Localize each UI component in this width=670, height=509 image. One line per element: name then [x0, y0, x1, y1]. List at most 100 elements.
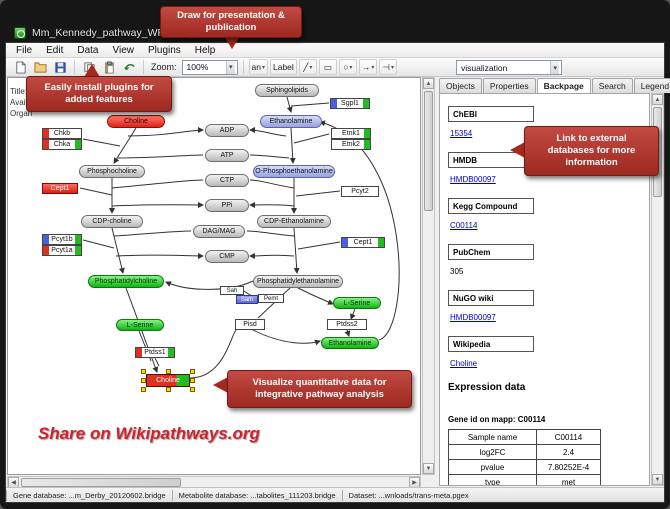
chevron-down-icon: ▾	[371, 64, 375, 71]
gene-id-line: Gene id on mapp: C00114	[448, 415, 546, 424]
canvas-vertical-scrollbar[interactable]: ▲ ▼	[422, 77, 435, 475]
scroll-up-icon[interactable]: ▲	[652, 94, 663, 105]
menu-bar: File Edit Data View Plugins Help	[6, 43, 664, 58]
callout-arrow	[84, 64, 100, 77]
node-etnk2[interactable]: Etnk2	[331, 139, 371, 150]
scroll-down-icon[interactable]: ▼	[423, 463, 434, 474]
callout-draw: Draw for presentation & publication	[160, 6, 302, 38]
kegg-link[interactable]: C00114	[450, 221, 478, 230]
node-sam[interactable]: Sam	[236, 295, 258, 304]
node-ethanolamine-top[interactable]: Ethanolamine	[260, 115, 322, 128]
menu-plugins[interactable]: Plugins	[147, 44, 181, 56]
selection-handle[interactable]	[166, 369, 171, 374]
tab-objects[interactable]: Objects	[439, 78, 482, 93]
node-sphingolipids[interactable]: Sphingolipids	[255, 84, 319, 97]
menu-help[interactable]: Help	[194, 44, 216, 56]
callout-visualize: Visualize quantitative data for integrat…	[227, 370, 412, 408]
node-cmp[interactable]: CMP	[205, 250, 249, 263]
arrow-tool-button[interactable]: →▾	[358, 59, 378, 75]
node-choline-selected[interactable]: Choline	[146, 374, 190, 387]
info-title: Title:	[10, 87, 28, 96]
label-tool-button[interactable]: Label	[270, 59, 297, 75]
node-pemt[interactable]: Pemt	[258, 294, 284, 303]
zoom-combobox[interactable]: 100% ▾	[181, 59, 238, 75]
node-etnk1[interactable]: Etnk1	[331, 128, 371, 139]
node-cept1-right[interactable]: Cept1	[341, 237, 385, 248]
pathway-canvas[interactable]: Title: Availa Organ Sphingolipids Cholin…	[7, 77, 421, 475]
wikipedia-header: Wikipedia	[448, 336, 534, 352]
node-pcyt2[interactable]: Pcyt2	[341, 186, 379, 197]
node-phosphatidylcholine[interactable]: Phosphatidylcholine	[88, 275, 164, 288]
scroll-down-icon[interactable]: ▼	[652, 474, 663, 485]
scroll-up-icon[interactable]: ▲	[423, 78, 434, 89]
node-sah[interactable]: Sah	[220, 286, 244, 295]
paste-icon[interactable]	[100, 59, 118, 75]
node-cdp-choline[interactable]: CDP-choline	[81, 215, 143, 228]
datanode-tool-button[interactable]: an▾	[248, 59, 268, 75]
title-bar[interactable]: Mm_Kennedy_pathway_WP1771_45176.gpml	[6, 24, 664, 42]
wikipedia-link[interactable]: Choline	[450, 359, 478, 368]
visualization-combobox[interactable]: visualization ▾	[456, 60, 562, 75]
selection-handle[interactable]	[141, 369, 146, 374]
node-dag-mag[interactable]: DAG/MAG	[193, 225, 245, 238]
selection-handle[interactable]	[190, 387, 195, 392]
node-choline[interactable]: Choline	[107, 115, 165, 128]
node-chka[interactable]: Chka	[42, 139, 82, 150]
new-file-icon[interactable]	[11, 59, 29, 75]
tab-search[interactable]: Search	[591, 78, 633, 93]
toolbar-separator	[143, 60, 144, 74]
node-chkb[interactable]: Chkb	[42, 128, 82, 139]
selection-handle[interactable]	[190, 378, 195, 383]
scrollbar-thumb[interactable]	[21, 478, 181, 487]
selection-handle[interactable]	[190, 369, 195, 374]
menu-data[interactable]: Data	[77, 44, 99, 56]
app-body: File Edit Data View Plugins Help Zoom: 1…	[5, 42, 670, 503]
selection-handle[interactable]	[141, 387, 146, 392]
node-ctp[interactable]: CTP	[205, 174, 249, 187]
node-ppi[interactable]: PPi	[205, 199, 249, 212]
node-cept1-left[interactable]: Cept1	[42, 183, 78, 194]
tab-properties[interactable]: Properties	[482, 78, 536, 93]
line-tool-button[interactable]: ╱▾	[298, 59, 317, 75]
rect-tool-button[interactable]: ▭	[318, 59, 337, 75]
node-adp[interactable]: ADP	[205, 124, 249, 137]
node-ethanolamine-bottom[interactable]: Ethanolamine	[321, 337, 379, 349]
selection-handle[interactable]	[166, 387, 171, 392]
nugo-link[interactable]: HMDB00097	[450, 313, 496, 322]
node-ptdss2[interactable]: Ptdss2	[327, 319, 367, 330]
node-atp[interactable]: ATP	[205, 149, 249, 162]
chevron-down-icon: ▾	[226, 60, 235, 74]
node-pisd[interactable]: Pisd	[235, 319, 265, 330]
oval-tool-button[interactable]: ○▾	[338, 59, 357, 75]
node-phosphatidylethanolamine[interactable]: Phosphatidylethanolamine	[253, 275, 343, 288]
selection-handle[interactable]	[141, 378, 146, 383]
table-cell: type	[448, 474, 537, 485]
tab-backpage[interactable]: Backpage	[536, 78, 591, 93]
hmdb-link[interactable]: HMDB00097	[450, 175, 496, 184]
sidebar-scrollbar[interactable]: ▲ ▼	[651, 93, 664, 486]
save-icon[interactable]	[51, 59, 69, 75]
node-o-phosphoethanolamine[interactable]: O-Phosphoethanolamine	[253, 165, 335, 178]
chevron-down-icon: ▾	[349, 64, 353, 71]
app-icon	[14, 27, 26, 39]
node-l-serine-right[interactable]: L-Serine	[333, 297, 381, 309]
node-phosphocholine[interactable]: Phosphocholine	[79, 165, 145, 178]
undo-icon[interactable]	[120, 59, 138, 75]
node-pcyt1a[interactable]: Pcyt1a	[42, 245, 82, 256]
menu-view[interactable]: View	[112, 44, 134, 56]
node-l-serine-left[interactable]: L-Serine	[116, 319, 164, 331]
menu-file[interactable]: File	[16, 44, 33, 56]
open-folder-icon[interactable]	[31, 59, 49, 75]
toolbar: Zoom: 100% ▾ an▾ Label ╱▾ ▭ ○▾ →▾ ⊣▾ vis…	[6, 58, 664, 77]
node-ptdss1[interactable]: Ptdss1	[135, 347, 175, 358]
node-cdp-ethanolamine[interactable]: CDP-Ethanolamine	[257, 215, 331, 228]
tbar-tool-button[interactable]: ⊣▾	[379, 59, 398, 75]
chebi-link[interactable]: 15354	[450, 129, 473, 138]
info-availability: Availa	[10, 98, 32, 107]
scrollbar-thumb[interactable]	[424, 91, 433, 211]
node-pcyt1b[interactable]: Pcyt1b	[42, 234, 82, 245]
node-sgpl1[interactable]: Sgpl1	[330, 98, 370, 109]
menu-edit[interactable]: Edit	[46, 44, 64, 56]
kegg-header: Kegg Compound	[448, 198, 534, 214]
tab-legend[interactable]: Legend	[633, 78, 670, 93]
